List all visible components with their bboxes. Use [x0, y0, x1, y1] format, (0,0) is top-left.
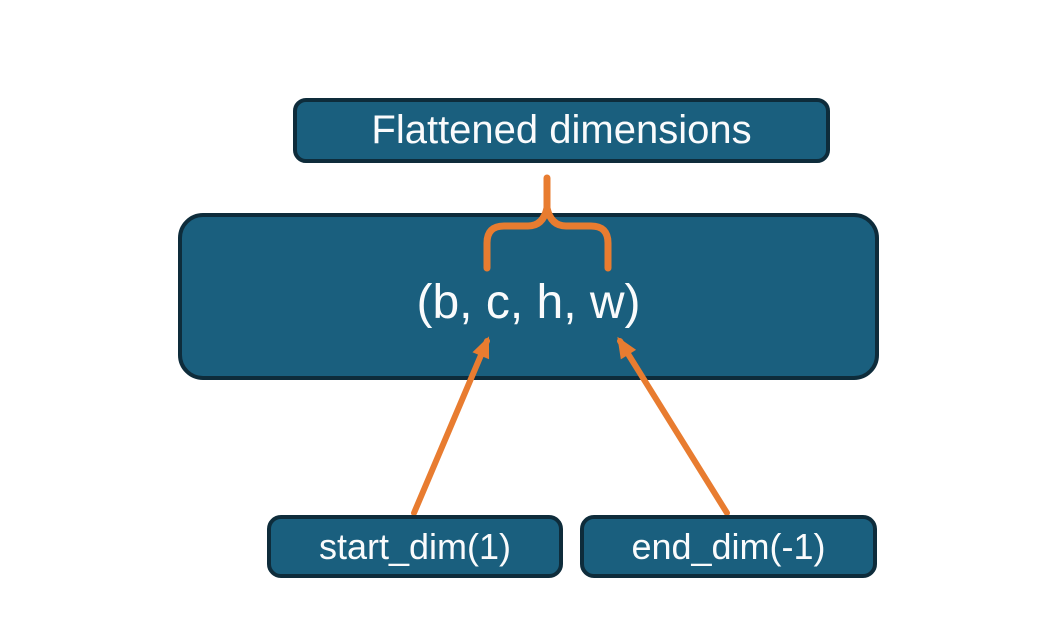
start-dim-box: start_dim(1) [267, 515, 563, 578]
tensor-shape-box: (b, c, h, w) [178, 213, 879, 380]
end-dim-label: end_dim(-1) [631, 525, 826, 567]
flattened-dimensions-box: Flattened dimensions [293, 98, 830, 163]
flattened-dimensions-label: Flattened dimensions [371, 108, 752, 152]
tensor-shape-label: (b, c, h, w) [416, 276, 641, 329]
end-dim-box: end_dim(-1) [580, 515, 877, 578]
start-dim-label: start_dim(1) [318, 525, 512, 567]
